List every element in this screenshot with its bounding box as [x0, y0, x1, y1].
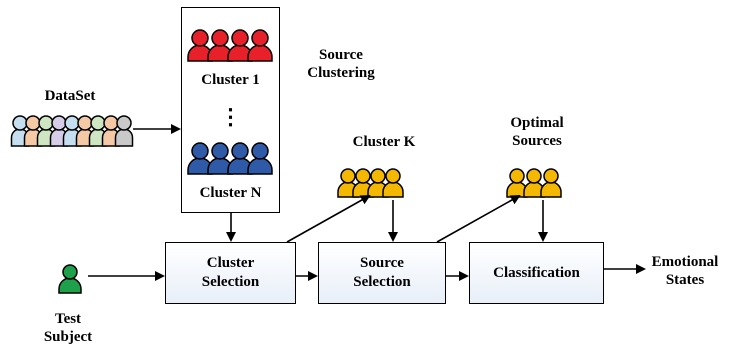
cluster-selection-line1: Cluster	[206, 255, 255, 271]
emotional-states-label-line1: Emotional	[651, 254, 719, 270]
cluster-selection-line2: Selection	[201, 274, 260, 290]
cluster-k-label: Cluster K	[352, 134, 416, 150]
cluster-1-people-icon	[187, 29, 273, 62]
source-clustering-label-line2: Clustering	[307, 65, 375, 81]
cluster-n-people-icon	[187, 142, 273, 175]
optimal-sources-label-line2: Sources	[512, 133, 562, 149]
cluster-selection-text: Cluster Selection	[202, 254, 260, 292]
source-clustering-label: Source Clustering	[296, 46, 386, 82]
test-subject-label-line1: Test	[54, 311, 82, 327]
test-subject-label: Test Subject	[28, 310, 108, 346]
dataset-people-icon	[10, 115, 134, 147]
cluster-selection-box: Cluster Selection	[165, 242, 296, 304]
classification-box: Classification	[469, 242, 604, 304]
test-subject-person-icon	[58, 264, 82, 294]
vertical-ellipsis-icon: ⋮	[219, 104, 242, 129]
dataset-label: DataSet	[44, 88, 96, 104]
cluster-1-label: Cluster 1	[201, 72, 260, 88]
source-selection-text: Source Selection	[353, 254, 411, 292]
emotional-states-label-line2: States	[665, 272, 705, 288]
test-subject-label-line2: Subject	[43, 329, 93, 345]
arrow-source-selection-to-optimal-sources	[436, 195, 521, 243]
cluster-k-people-icon	[337, 168, 404, 198]
optimal-sources-label-line1: Optimal	[510, 115, 564, 131]
arrow-cluster-selection-to-cluster-k	[286, 195, 371, 243]
source-selection-line1: Source	[360, 255, 404, 271]
emotional-states-label: Emotional States	[644, 253, 726, 289]
optimal-sources-people-icon	[506, 168, 562, 198]
cluster-n-label: Cluster N	[199, 185, 262, 201]
source-clustering-label-line1: Source	[319, 47, 363, 63]
optimal-sources-label: Optimal Sources	[487, 114, 587, 150]
source-selection-line2: Selection	[353, 274, 411, 290]
classification-text: Classification	[493, 264, 580, 281]
source-selection-box: Source Selection	[318, 242, 446, 304]
